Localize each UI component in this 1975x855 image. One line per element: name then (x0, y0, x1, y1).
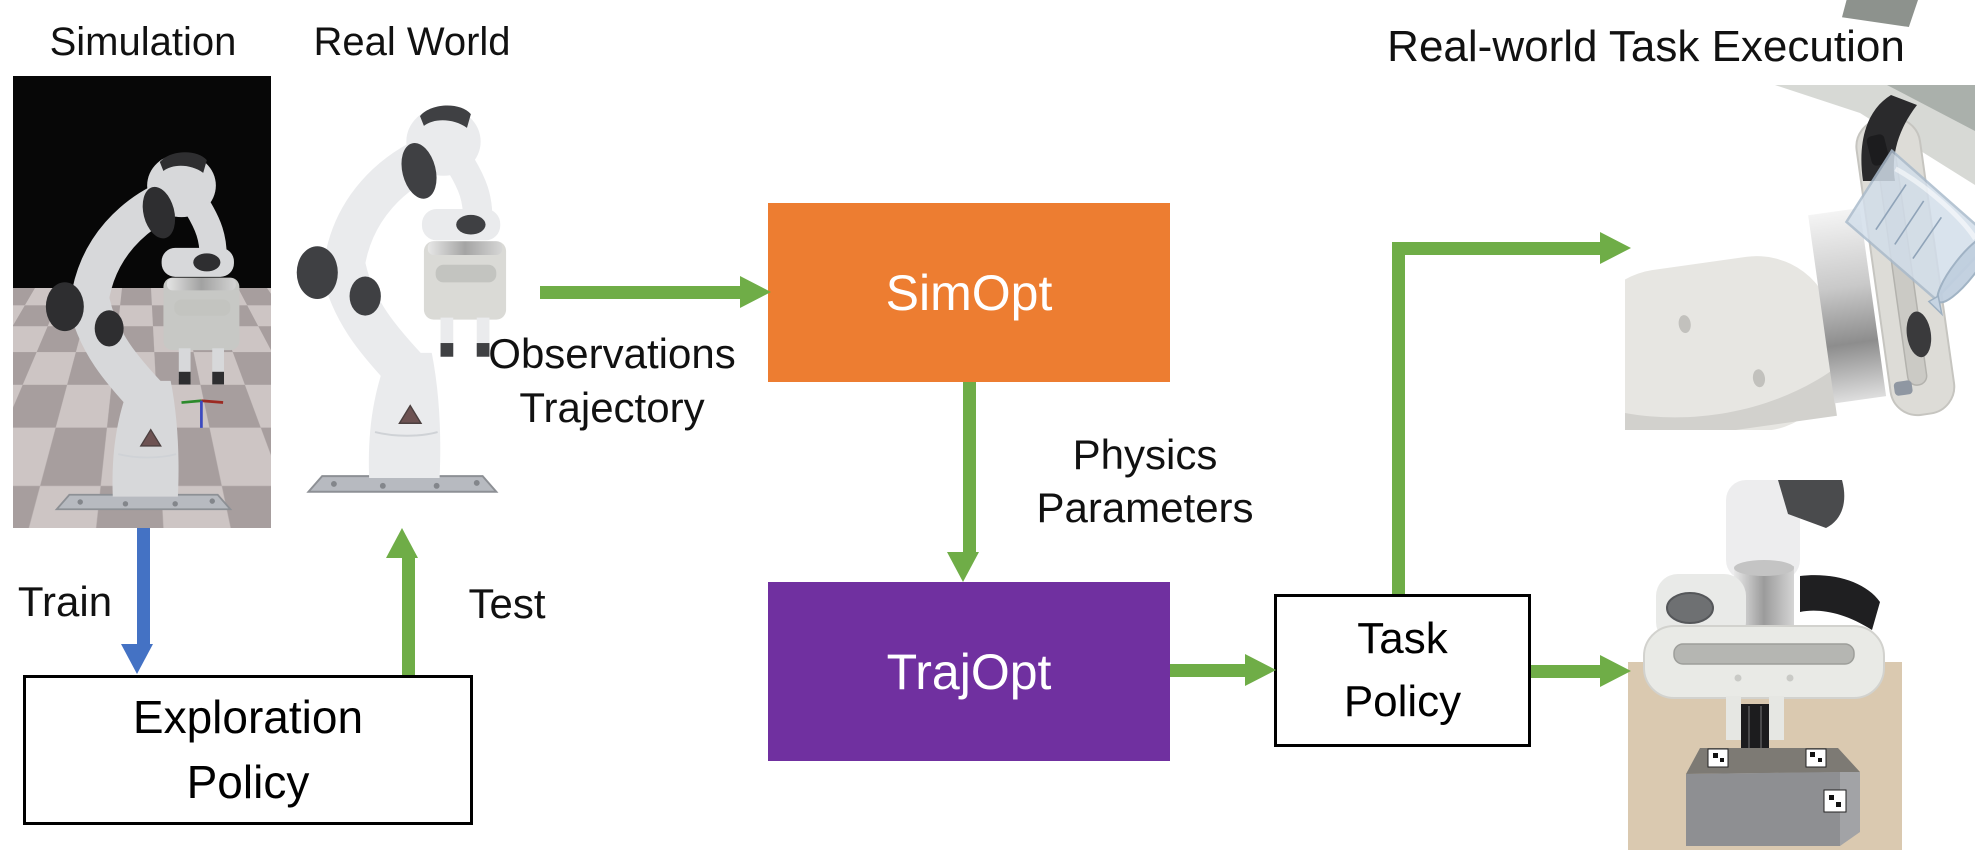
trajopt-label: TrajOpt (886, 643, 1052, 700)
arrow-simopt-to-trajopt-head (947, 552, 979, 582)
arrow-taskpolicy-to-photo2-line (1531, 665, 1603, 678)
trajopt-box: TrajOpt (768, 582, 1170, 761)
observations-label: Observations (488, 330, 736, 377)
simulated-robot-arm (35, 142, 243, 522)
arrow-train-line (137, 528, 150, 646)
task-execution-photo-cup-grasp (1625, 85, 1975, 430)
arrow-observations-head (740, 276, 771, 308)
trajectory-label: Trajectory (519, 384, 705, 431)
chrome-ring (1808, 208, 1887, 404)
arrow-simopt-to-trajopt-line (963, 382, 976, 554)
task-policy-line1: Task (1357, 614, 1448, 664)
arrow-trajopt-to-taskpolicy-head (1245, 654, 1276, 686)
gray-box (1686, 748, 1860, 846)
robot-wrist-cylinder (1625, 256, 1838, 430)
simulation-title: Simulation (49, 20, 237, 64)
task-policy-box: Task Policy (1274, 594, 1531, 747)
arrow-train-head (121, 644, 153, 674)
task-execution-title: Real-world Task Execution (1387, 22, 1905, 71)
connector-taskpolicy-head (1600, 232, 1631, 264)
ar-tag (1707, 748, 1729, 768)
parameters-label: Parameters (1036, 484, 1254, 531)
task-policy-line2: Policy (1343, 676, 1462, 726)
simopt-label: SimOpt (885, 264, 1053, 321)
connector-taskpolicy-right-line (1392, 242, 1602, 255)
physics-label: Physics (1072, 431, 1218, 478)
real-world-title: Real World (313, 20, 511, 64)
finger-left (1726, 696, 1741, 740)
robot-arm-link (1726, 480, 1800, 580)
simulation-render-image (13, 76, 271, 528)
wall-shade (1775, 85, 1975, 185)
simopt-box: SimOpt (768, 203, 1170, 382)
train-label: Train (17, 578, 113, 625)
arrow-trajopt-to-taskpolicy-line (1170, 664, 1248, 677)
exploration-policy-box: Exploration Policy (23, 675, 473, 825)
arrow-test-line (402, 556, 415, 675)
connector-taskpolicy-up-line (1392, 242, 1405, 594)
button (1666, 592, 1714, 624)
cables (1800, 575, 1880, 630)
real-robot-arm (285, 94, 510, 506)
ar-tag (1823, 789, 1847, 813)
exploration-policy-line1: Exploration (132, 690, 364, 743)
gripper-frame-axes (181, 399, 224, 428)
arrow-observations-line (540, 286, 742, 299)
exploration-policy-line2: Policy (186, 756, 310, 808)
grasped-object (1741, 704, 1769, 750)
arrow-taskpolicy-to-photo2-head (1600, 655, 1631, 687)
test-label: Test (468, 580, 546, 627)
real-robot-photo (285, 80, 510, 530)
finger-right (1769, 696, 1784, 740)
transparent-beaker (1844, 148, 1975, 317)
task-execution-photo-box-grasp (1628, 480, 1902, 850)
ar-tag (1805, 748, 1827, 768)
arrow-test-head (386, 528, 418, 558)
